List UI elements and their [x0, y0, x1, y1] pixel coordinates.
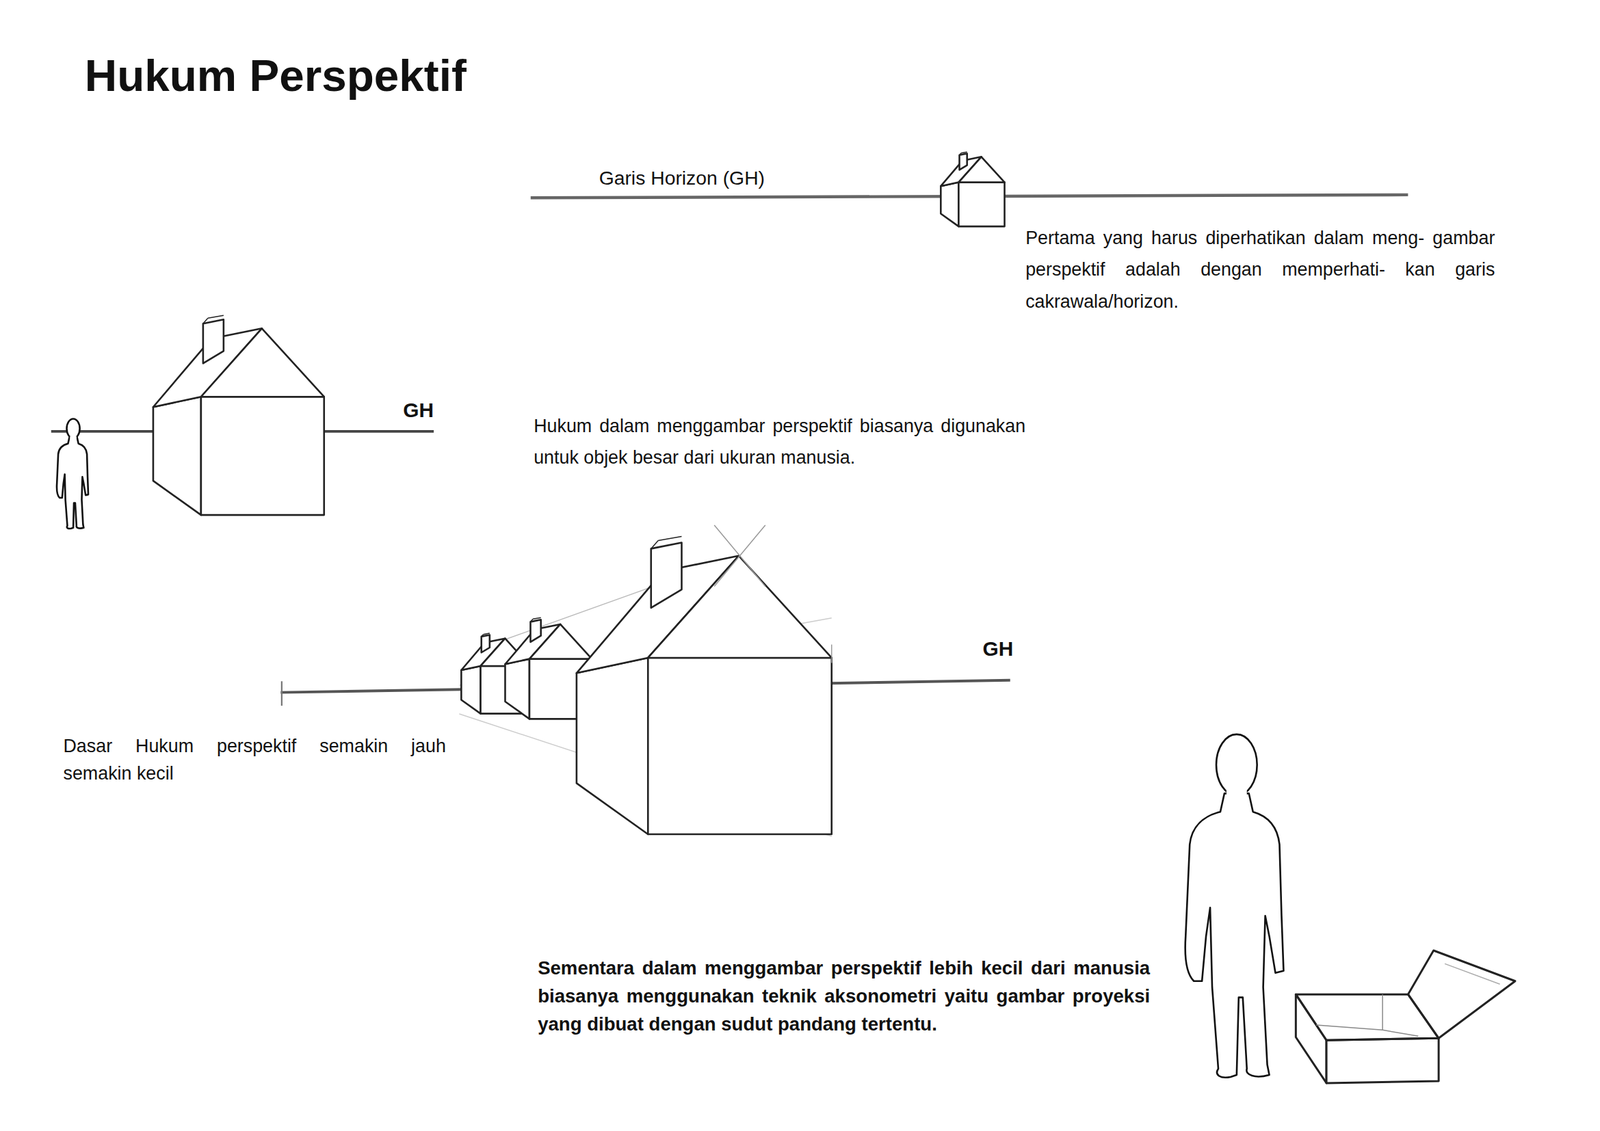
horizon-label: Garis Horizon (GH): [599, 166, 765, 190]
open-box: [1295, 950, 1516, 1084]
house-drawing: [153, 315, 325, 516]
horizon-label: GH: [982, 636, 1014, 662]
page-title: Hukum Perspektif: [84, 49, 467, 104]
note-text: Dasar Hukum perspektif semakin jauh sema…: [62, 732, 446, 789]
construction-line: [714, 525, 766, 587]
tick-mark: [281, 681, 283, 706]
person-silhouette: [56, 418, 89, 529]
horizon-label: GH: [402, 398, 434, 423]
construction-line: [831, 645, 832, 664]
house-drawing: [576, 536, 832, 834]
note-text: Pertama yang harus diperhatikan dalam me…: [1025, 222, 1495, 318]
construction-line: [714, 525, 766, 587]
house-drawing: [940, 151, 1005, 227]
note-text: Sementara dalam menggambar perspektif le…: [537, 954, 1150, 1039]
person-silhouette: [1185, 734, 1284, 1079]
note-text: Hukum dalam menggambar perspektif biasan…: [533, 410, 1026, 475]
